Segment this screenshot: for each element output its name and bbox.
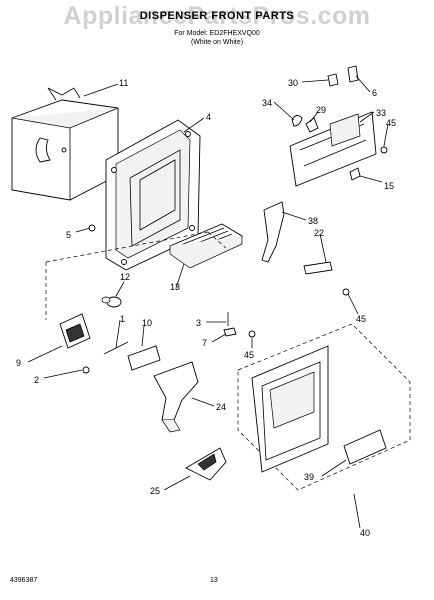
part-38-arm: [261, 201, 285, 263]
part-30-lever: [327, 73, 339, 87]
callout-1: 1: [120, 314, 125, 324]
part-7-clip: [223, 327, 237, 337]
callout-39: 39: [304, 472, 314, 482]
callout-45-upper: 45: [386, 118, 396, 128]
callout-9: 9: [16, 358, 21, 368]
callout-15: 15: [384, 181, 394, 191]
part-9-module: [59, 313, 91, 349]
document-number: 4396387: [10, 577, 38, 584]
callout-25: 25: [150, 486, 160, 496]
callout-5: 5: [66, 230, 71, 240]
callout-22: 22: [314, 228, 324, 238]
callout-13: 13: [170, 282, 180, 292]
callout-11: 11: [119, 78, 128, 88]
part-6-switch: [347, 65, 359, 83]
part-22-pad: [303, 261, 333, 275]
leader-lines: [27, 75, 389, 529]
page-number: 13: [210, 577, 218, 584]
callout-4: 4: [206, 112, 211, 122]
callout-10: 10: [142, 318, 152, 328]
callout-24: 24: [216, 402, 226, 412]
part-2-screw: [82, 366, 90, 374]
model-number: For Model: ED2FHEXVQ00: [174, 30, 260, 37]
part-24-paddle: [153, 361, 199, 433]
page-title: DISPENSER FRONT PARTS: [139, 10, 295, 22]
part-45-screw-mid: [342, 288, 350, 296]
callout-2: 2: [34, 375, 39, 385]
callout-29: 29: [316, 105, 326, 115]
callout-33: 33: [376, 108, 386, 118]
part-25-chute: [185, 447, 227, 481]
part-34-bulb: [291, 115, 303, 127]
callout-3: 3: [196, 318, 201, 328]
callout-34: 34: [262, 98, 272, 108]
callout-labels: 11 4 30 6 34 29 33 45 15 5 38 22 12 13 4…: [16, 78, 396, 538]
callout-30: 30: [288, 78, 298, 88]
callout-12: 12: [120, 272, 130, 282]
callout-38: 38: [308, 216, 318, 226]
color-variant: (White on White): [190, 39, 244, 46]
part-40-front-panel: [237, 323, 411, 491]
part-33-control-housing: [289, 111, 377, 187]
part-39-label: [343, 429, 387, 465]
part-12-knob: [101, 296, 122, 308]
callout-6: 6: [372, 88, 377, 98]
watermark: AppliancePartsPros.com: [63, 2, 371, 30]
part-11-housing: [11, 87, 119, 201]
part-4-dispenser-frame: [105, 119, 201, 271]
part-15-clip: [349, 167, 361, 181]
callout-40: 40: [360, 528, 370, 538]
assembly-guide-lines: [45, 231, 227, 320]
callout-7: 7: [202, 338, 207, 348]
part-45-screw-low: [248, 330, 256, 338]
part-45-screw-top: [380, 146, 388, 154]
callout-45-right: 45: [356, 314, 366, 324]
callout-45-mid: 45: [244, 350, 254, 360]
part-10-bracket: [127, 345, 161, 371]
part-13-drip-tray: [169, 223, 243, 269]
